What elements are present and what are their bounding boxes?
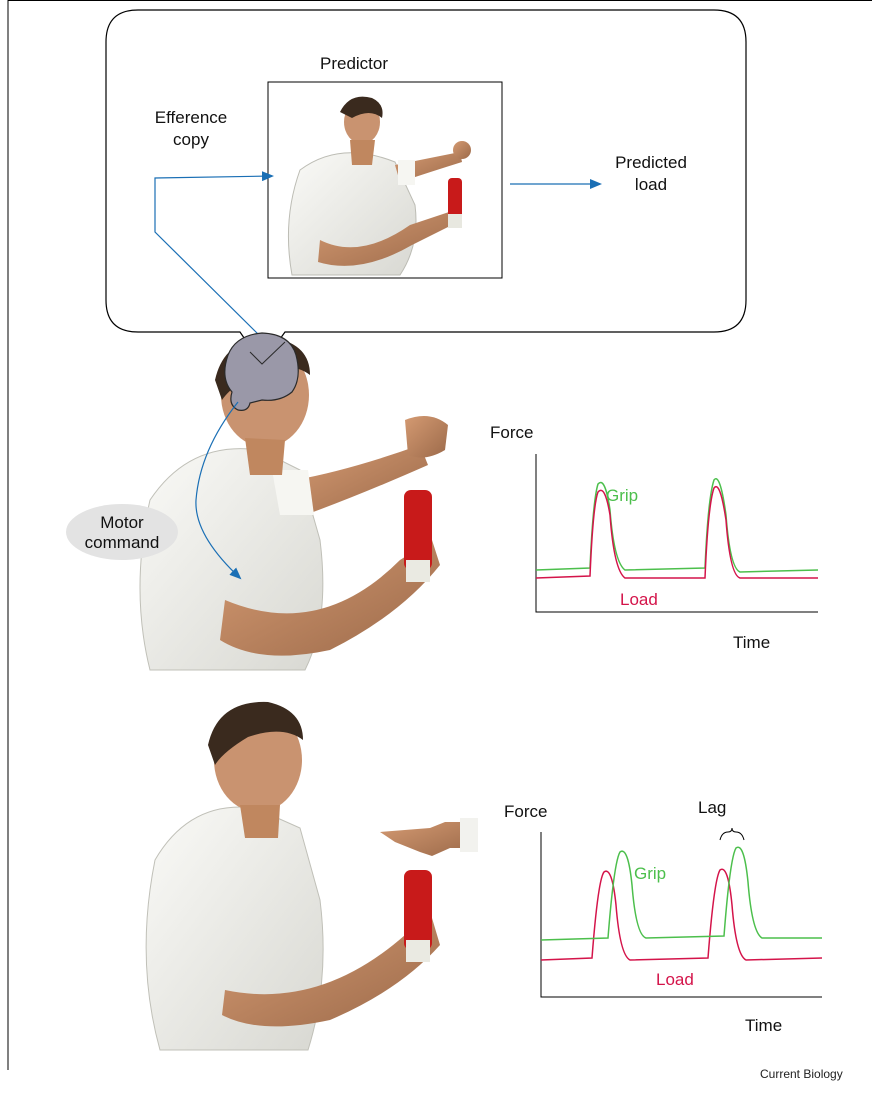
bottom-figure-illustration bbox=[146, 702, 440, 1050]
motor-command-label-line1: Motor bbox=[78, 513, 166, 533]
top-graph-load-label: Load bbox=[620, 590, 658, 610]
efference-copy-label-line1: Efference bbox=[146, 108, 236, 128]
credit-label: Current Biology bbox=[760, 1064, 843, 1084]
top-graph-grip-curve bbox=[536, 479, 818, 572]
pointing-sleeve bbox=[460, 818, 478, 852]
pointing-hand bbox=[380, 822, 472, 856]
bottom-graph-lag-label: Lag bbox=[698, 798, 726, 818]
predicted-load-label-line2: load bbox=[606, 175, 696, 195]
bottom-graph-time-label: Time bbox=[745, 1016, 782, 1036]
bottom-graph-grip-curve bbox=[541, 847, 822, 940]
top-graph-load-curve bbox=[536, 487, 818, 578]
bottom-graph-force-label: Force bbox=[504, 802, 547, 822]
top-graph-grip-label: Grip bbox=[606, 486, 638, 506]
lag-bracket bbox=[720, 828, 744, 840]
predictor-title: Predictor bbox=[320, 54, 388, 74]
motor-command-label-line2: command bbox=[78, 533, 166, 553]
predicted-load-label-line1: Predicted bbox=[606, 153, 696, 173]
top-graph-axes bbox=[536, 454, 818, 612]
bottom-graph-grip-label: Grip bbox=[634, 864, 666, 884]
bottom-graph-load-curve bbox=[541, 869, 822, 960]
efference-copy-label-line2: copy bbox=[146, 130, 236, 150]
top-graph-time-label: Time bbox=[733, 633, 770, 653]
top-graph-force-label: Force bbox=[490, 423, 533, 443]
bottom-graph-load-label: Load bbox=[656, 970, 694, 990]
